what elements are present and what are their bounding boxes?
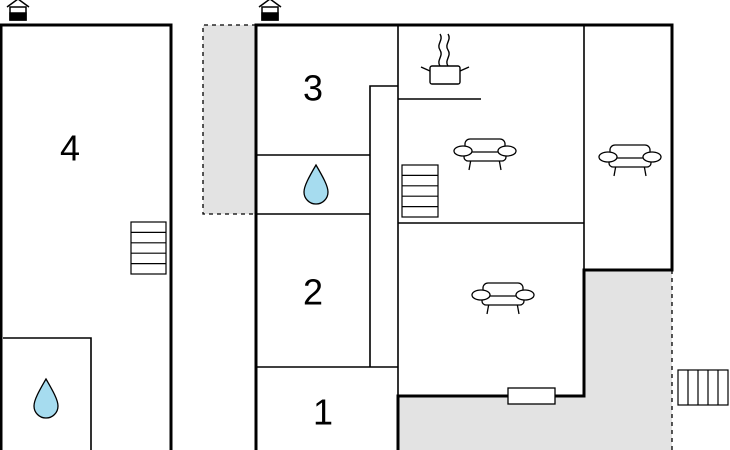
- terrace-top-left: [203, 25, 256, 214]
- cooking-pot-icon: [420, 33, 470, 85]
- room-4-bathroom-walls: [3, 337, 92, 450]
- water-drop-icon: [303, 163, 329, 205]
- left-building-walls: [0, 23, 173, 450]
- room-2-number: 2: [303, 272, 323, 313]
- water-drop-icon: [33, 377, 59, 419]
- wall-corridor: [369, 85, 398, 367]
- staircase-icon: [401, 164, 439, 218]
- sofa-icon: [453, 138, 517, 171]
- sofa-icon: [598, 144, 662, 177]
- room-4-number: 4: [60, 128, 80, 169]
- main-building-walls: [254, 23, 674, 450]
- terrace-bottom-right: [398, 270, 672, 450]
- window-marker: [507, 387, 556, 405]
- sofa-icon: [471, 282, 535, 315]
- house-entrance-icon: [6, 0, 30, 21]
- room-1-number: 1: [313, 392, 333, 433]
- house-entrance-icon: [258, 0, 282, 21]
- room-3-number: 3: [303, 68, 323, 109]
- terrace-top-left-outline: [202, 24, 256, 215]
- staircase-icon: [130, 221, 167, 275]
- staircase-icon: [677, 369, 729, 406]
